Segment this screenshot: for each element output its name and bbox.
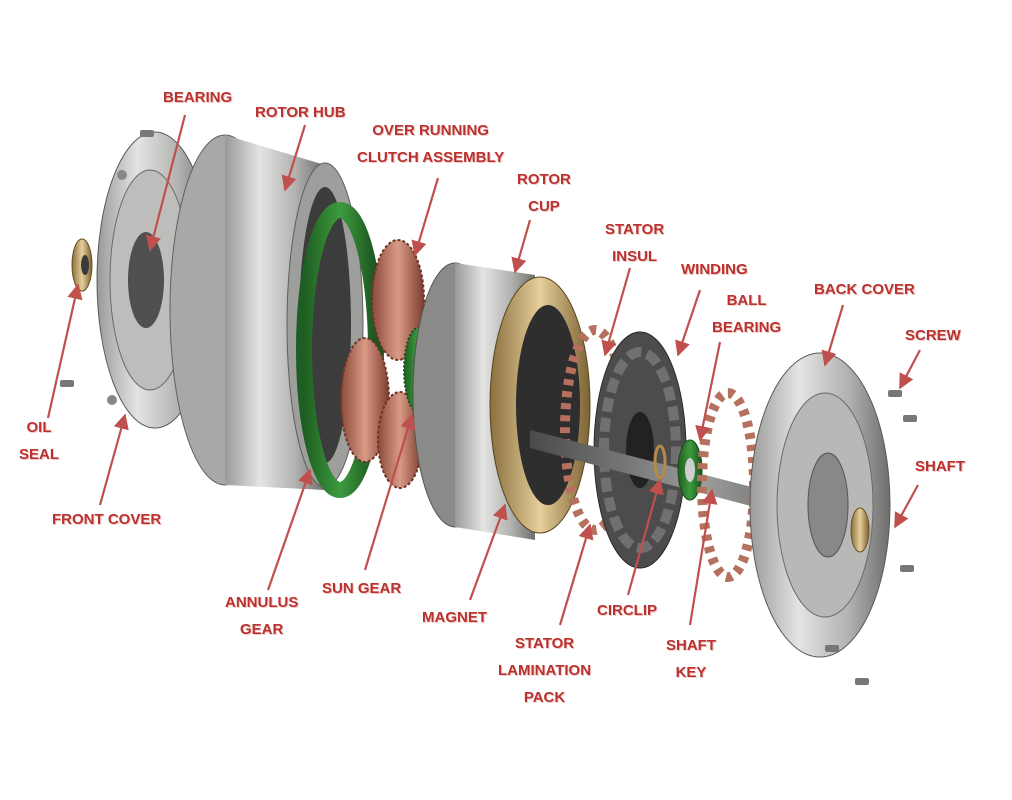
arrow-annulus-gear (266, 468, 313, 591)
arrow-screw (899, 349, 921, 390)
arrow-front-cover (98, 413, 129, 506)
magnet-ring (489, 276, 591, 534)
front-screws (60, 130, 154, 387)
shaft-nut (850, 507, 870, 553)
arrow-shaft (894, 484, 919, 529)
oil-seal (71, 238, 93, 292)
leader-arrows (46, 114, 921, 626)
label-back-cover: BACK COVER (814, 281, 915, 298)
ball-bearing (677, 439, 703, 501)
arrow-over-running (411, 177, 440, 257)
arrow-back-cover (821, 304, 845, 367)
label-shaft: SHAFT (915, 458, 965, 475)
label-sun-gear: SUN GEAR (322, 580, 402, 597)
arrow-ball-bearing (695, 341, 722, 442)
arrow-shaft-key (688, 488, 718, 626)
circlip (653, 444, 667, 480)
label-magnet: MAGNET (422, 609, 487, 626)
arrow-bearing (146, 114, 187, 252)
arrow-oil-seal (46, 283, 83, 419)
label-front-cover: FRONT COVER (52, 511, 162, 528)
arrow-rotor-cup (511, 219, 532, 274)
label-circlip: CIRCLIP (597, 602, 657, 619)
arrow-magnet (468, 503, 508, 601)
arrow-circlip (626, 478, 664, 596)
label-rotor-hub: ROTOR HUB (255, 104, 346, 121)
arrow-sun-gear (363, 413, 416, 571)
arrow-stator-insul (601, 267, 632, 357)
back-cover (749, 352, 891, 658)
label-bearing: BEARING (163, 89, 233, 106)
back-screws (825, 390, 917, 685)
stator-lamination-pack (593, 331, 687, 569)
label-winding: WINDING (681, 261, 748, 278)
arrow-winding (675, 289, 702, 357)
arrow-stator-lamination (558, 523, 594, 626)
arrow-rotor-hub (281, 124, 307, 192)
rotor-hub (169, 134, 364, 490)
label-screw: SCREW (905, 327, 961, 344)
